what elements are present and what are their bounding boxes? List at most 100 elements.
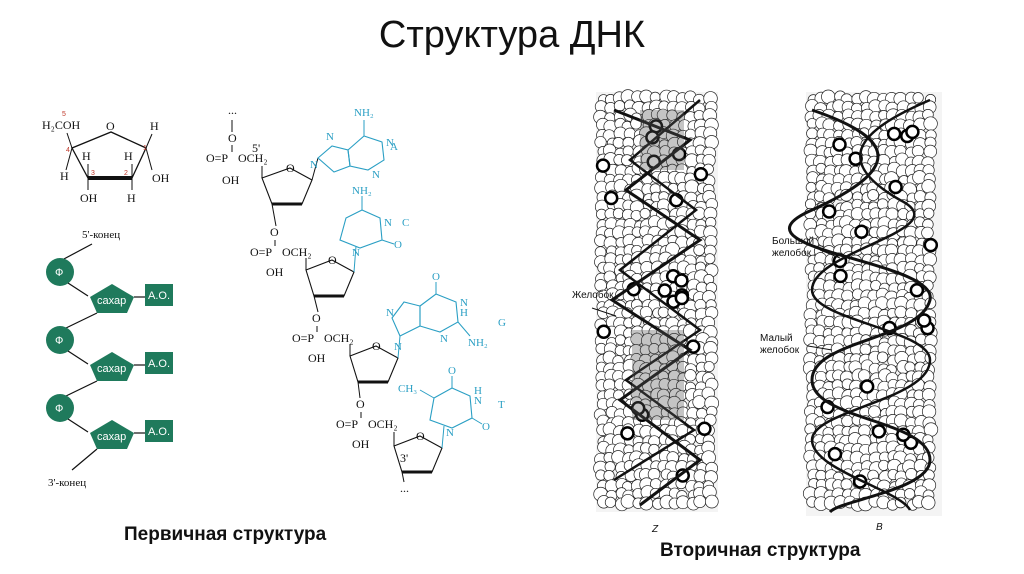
sugar-h-c2: H — [124, 149, 133, 163]
phosphate-sphere — [888, 179, 903, 195]
svg-text:N: N — [440, 333, 448, 345]
svg-text:O=P: O=P — [250, 245, 272, 259]
primary-structure-caption: Первичная структура — [124, 524, 327, 545]
svg-text:N: N — [386, 137, 394, 149]
atom-sphere — [921, 179, 936, 194]
svg-text:O: O — [312, 311, 321, 325]
svg-text:OCH₂: OCH₂ — [368, 417, 398, 431]
phosphate-sphere — [693, 166, 709, 182]
phosphate-sphere — [821, 204, 837, 219]
svg-text:OH: OH — [308, 351, 326, 365]
svg-text:N: N — [474, 395, 482, 407]
sugar-h-c3: H — [82, 149, 91, 163]
phosphate-sphere — [827, 446, 843, 462]
base-node — [145, 284, 173, 306]
helix-label-z: Z — [651, 524, 659, 535]
svg-text:O=P: O=P — [292, 331, 314, 345]
svg-text:OCH₂: OCH₂ — [238, 151, 268, 165]
svg-text:5': 5' — [252, 141, 260, 155]
svg-text:N: N — [394, 341, 402, 353]
phosphate-node — [46, 326, 74, 354]
phosphate-sphere — [645, 130, 660, 145]
svg-text:N: N — [384, 217, 392, 229]
sugar-h-bottom: H — [127, 191, 136, 205]
minor-groove-label-line1: Малый — [760, 333, 793, 344]
minor-groove-label-line2: желобок — [760, 344, 800, 356]
sugar-oh-c1: OH — [152, 171, 170, 185]
svg-text:N: N — [386, 307, 394, 319]
atom-sphere — [903, 488, 916, 500]
major-groove-label-line1: Большой — [772, 236, 814, 247]
sugar-oh-c3: OH — [80, 191, 98, 205]
atom-sphere — [693, 495, 707, 508]
svg-text:O=P: O=P — [206, 151, 228, 165]
nucleotide-chain-scheme: 5'-конец Ф сахар А.О. Ф сахар А.О. Ф сах… — [46, 229, 173, 489]
atom-sphere — [621, 154, 633, 167]
svg-text:OCH₂: OCH₂ — [282, 245, 312, 259]
phosphate-sphere — [905, 124, 920, 140]
sugar-num-2: 2 — [124, 170, 128, 177]
svg-text:O: O — [432, 271, 440, 283]
svg-text:N: N — [310, 159, 318, 171]
atom-sphere — [823, 315, 836, 328]
svg-text:O: O — [448, 365, 456, 377]
atom-sphere — [923, 422, 939, 437]
sugar-num-3: 3 — [91, 170, 95, 177]
phosphate-label: Ф — [55, 403, 63, 415]
atom-sphere — [620, 494, 636, 509]
base-letter-g: G — [498, 317, 506, 329]
phosphate-sphere — [886, 126, 902, 142]
sugar-num-1: 1 — [143, 145, 147, 152]
atom-sphere — [806, 127, 819, 140]
atom-sphere — [612, 207, 625, 219]
atom-sphere — [704, 494, 719, 509]
atom-sphere — [921, 226, 934, 240]
svg-text:OCH₂: OCH₂ — [324, 331, 354, 345]
atom-sphere — [868, 405, 881, 419]
phosphate-sphere — [923, 237, 939, 253]
base-label: А.О. — [148, 290, 170, 302]
atom-sphere — [859, 343, 872, 356]
atom-sphere — [912, 92, 924, 104]
sugar-h-c4: H — [60, 169, 69, 183]
phosphate-sphere — [854, 224, 869, 240]
groove-label: Желобок — [572, 289, 614, 301]
atom-sphere — [841, 415, 854, 428]
svg-text:O: O — [270, 225, 279, 239]
phosphate-sphere — [871, 424, 887, 439]
atom-sphere — [684, 369, 697, 382]
atom-sphere — [923, 144, 937, 159]
chain-dots-bottom: ... — [400, 481, 409, 495]
svg-text:O: O — [482, 421, 490, 433]
atom-sphere — [657, 306, 670, 318]
atom-sphere — [704, 135, 719, 150]
secondary-structure-caption: Вторичная структура — [660, 540, 861, 561]
helix-b-model: Большой желобок Малый желобок B — [760, 89, 942, 533]
atom-sphere — [614, 334, 626, 346]
svg-text:N: N — [326, 131, 334, 143]
base-letter-a: A — [390, 141, 398, 153]
phosphate-sphere — [674, 273, 689, 288]
base-letter-c: C — [402, 217, 409, 229]
sugar-num-4: 4 — [66, 147, 70, 154]
phosphate-sphere — [697, 421, 712, 437]
atom-sphere — [805, 181, 817, 193]
helix-z-model: Желобок Z — [572, 89, 720, 535]
svg-text:N: N — [446, 427, 454, 439]
atom-sphere — [921, 495, 936, 510]
polynucleotide-formula: ... O O=P OCH₂ OH 5' O NH₂ N N N N A O O… — [206, 103, 506, 495]
svg-text:O: O — [328, 253, 337, 267]
sugar-node — [90, 284, 134, 313]
svg-text:N: N — [460, 297, 468, 309]
atom-sphere — [639, 208, 651, 219]
chain-5-end: 5'-конец — [82, 229, 120, 241]
phosphate-sphere — [595, 158, 611, 173]
sugar-ring-o: O — [106, 119, 115, 133]
deoxyribose-structure: H₂COH O H H H H OH OH H 5 4 3 2 1 — [42, 111, 170, 205]
svg-text:CH₃: CH₃ — [398, 383, 417, 395]
phosphate-sphere — [909, 283, 925, 298]
svg-text:NH₂: NH₂ — [352, 185, 372, 197]
chain-3-end: 3'-конец — [48, 477, 86, 489]
phosphate-sphere — [674, 290, 690, 306]
base-letter-t: T — [498, 399, 505, 411]
